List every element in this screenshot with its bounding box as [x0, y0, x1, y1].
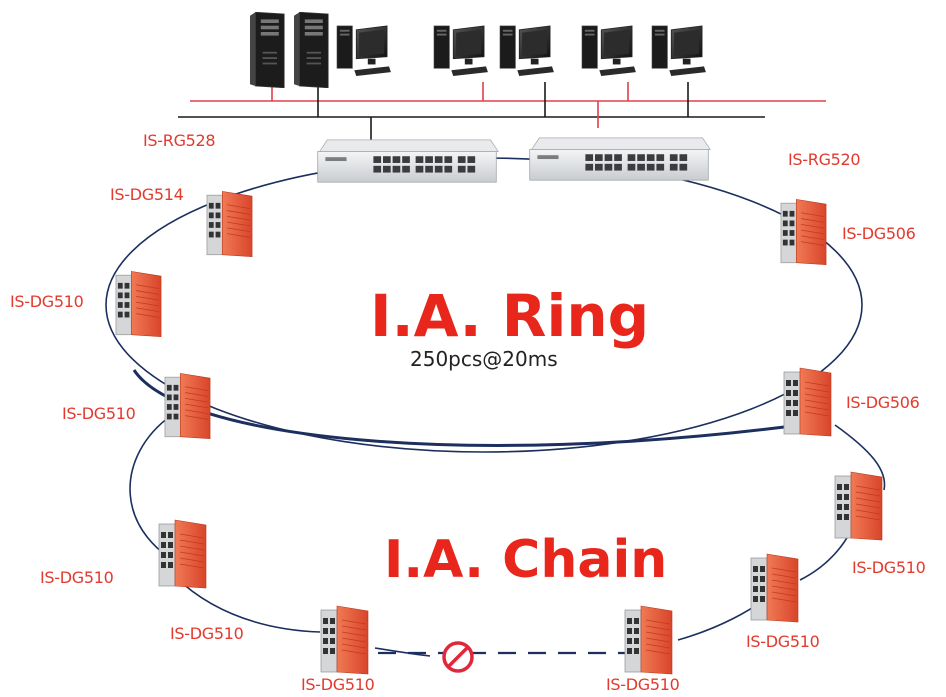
label-is-dg506-top: IS-DG506: [842, 224, 916, 243]
label-is-dg510-chain-bottom-left: IS-DG510: [301, 675, 375, 694]
label-is-dg510-chain-right: IS-DG510: [852, 558, 926, 577]
switch-icon-rg520: [529, 137, 711, 181]
label-is-dg510-left2: IS-DG510: [62, 404, 136, 423]
lan-lines: [178, 82, 826, 140]
server-icon: [250, 12, 285, 88]
label-is-dg510-left1: IS-DG510: [10, 292, 84, 311]
din-rail-switch-icon: [320, 605, 369, 675]
label-is-dg510-chain-lower-right: IS-DG510: [746, 632, 820, 651]
din-rail-switch-icon: [164, 372, 211, 440]
workstation-icon: [499, 25, 554, 76]
chain-title: I.A. Chain: [384, 530, 668, 590]
label-is-dg510-chain-left: IS-DG510: [40, 568, 114, 587]
label-is-dg506-right: IS-DG506: [846, 393, 920, 412]
workstation-icon: [581, 25, 636, 76]
din-rail-switch-icon: [115, 270, 162, 338]
din-rail-switch-icon: [783, 367, 832, 437]
label-is-dg514: IS-DG514: [110, 185, 184, 204]
din-rail-switch-icon: [750, 553, 799, 623]
label-is-dg510-chain-lower-left: IS-DG510: [170, 624, 244, 643]
switch-icon-rg528: [317, 139, 499, 183]
server-group: [250, 12, 706, 88]
ring-title: I.A. Ring: [370, 282, 650, 350]
ring-capacity-label: 250pcs@20ms: [410, 347, 558, 371]
server-icon: [294, 12, 329, 88]
label-is-dg510-chain-bottom-right: IS-DG510: [606, 675, 680, 694]
blocked-link-icon: [442, 641, 474, 673]
workstation-icon: [651, 25, 706, 76]
din-rail-switch-icon: [624, 605, 673, 675]
workstation-icon: [433, 25, 488, 76]
label-is-rg528: IS-RG528: [143, 131, 216, 150]
workstation-icon: [336, 25, 391, 76]
din-rail-switch-icon: [834, 471, 883, 541]
label-is-rg520: IS-RG520: [788, 150, 861, 169]
din-rail-switch-icon: [158, 519, 207, 589]
din-rail-switch-icon: [780, 198, 827, 266]
din-rail-switch-icon: [206, 190, 253, 258]
